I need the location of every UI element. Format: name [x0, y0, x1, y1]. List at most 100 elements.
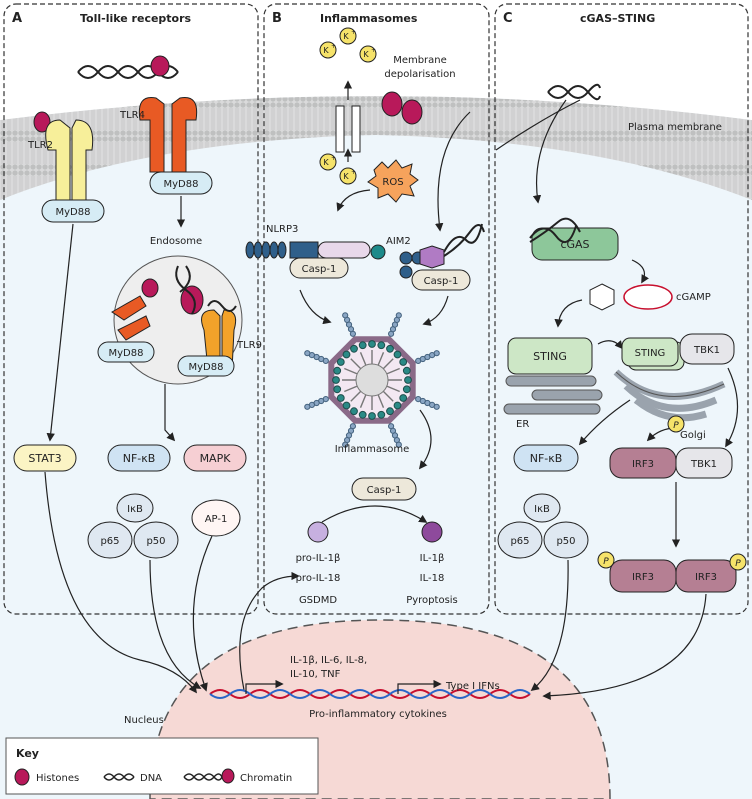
er-label: ER: [516, 419, 529, 430]
pro-inflammatory-label: Pro-inflammatory cytokines: [309, 709, 447, 720]
er-membranes: [503, 375, 603, 415]
inflammasome-bead: [333, 366, 342, 375]
tlr4-label: TLR4: [119, 110, 145, 121]
casp1-active: Casp-1: [367, 485, 402, 496]
cgas-label: cGAS: [560, 238, 589, 251]
svg-text:K: K: [343, 32, 349, 41]
tlr9-label: TLR9: [236, 340, 262, 351]
pro-il1b: pro-IL-1β: [296, 553, 341, 564]
histone-tlr2: [33, 111, 51, 133]
inflammasome-filament-bead: [342, 441, 349, 448]
key-dna-icon: [103, 773, 135, 781]
gsdmd-label: GSDMD: [299, 595, 337, 606]
tbk1-irf3: TBK1: [690, 459, 717, 470]
tlr4-receptor: [138, 96, 198, 173]
key-dna: DNA: [140, 773, 162, 784]
ikb-label-a: IκB: [127, 504, 143, 515]
panel-b: [263, 3, 490, 615]
inflammasome-filament-bead: [395, 312, 402, 319]
panel-c-title: cGAS–STING: [580, 12, 655, 25]
membrane-depol-2: depolarisation: [384, 69, 455, 80]
inflammasome-bead: [377, 410, 386, 419]
key-chromatin-icon: [183, 768, 235, 784]
key-chromatin: Chromatin: [240, 773, 292, 784]
tlr2-label: TLR2: [27, 140, 53, 151]
pyroptosis-label: Pyroptosis: [406, 595, 458, 606]
inflammasome-bead: [358, 341, 367, 350]
svg-text:+: +: [371, 47, 376, 54]
panel-a-title: Toll-like receptors: [80, 12, 192, 25]
key-title: Key: [16, 747, 39, 760]
panel-a-letter: A: [12, 11, 22, 26]
ros-burst: [367, 159, 419, 203]
inflammasome-bead: [386, 407, 394, 416]
inflammasome-label: Inflammasome: [335, 444, 410, 455]
type1-ifn-label: Type I IFNs: [445, 681, 500, 692]
phospho-dimer-1: P: [603, 557, 609, 567]
ikb-label-c: IκB: [534, 504, 550, 515]
nuclear-dna: [209, 689, 531, 699]
nfkb-label-c: NF-κB: [530, 452, 563, 465]
inflammasome-bead: [402, 366, 411, 375]
plasma-membrane-label: Plasma membrane: [628, 122, 722, 133]
inflammasome-filament-bead: [433, 350, 440, 357]
k-ion-group-top: K + K + K +: [319, 27, 377, 63]
svg-text:K: K: [343, 172, 349, 181]
endosome-label: Endosome: [150, 236, 202, 247]
panel-c-letter: C: [503, 11, 513, 26]
inflammasome-bead: [393, 350, 402, 359]
inflammasome-bead: [336, 394, 345, 402]
inflammasome-filament-bead: [433, 403, 440, 410]
golgi-stacks: [613, 369, 726, 422]
sting-er: STING: [533, 350, 567, 363]
svg-text:K: K: [363, 50, 369, 59]
p50-label-c: p50: [556, 536, 575, 547]
inflammasome-bead: [404, 376, 412, 384]
cytokines-line2: IL-10, TNF: [290, 669, 341, 680]
cytokines-line1: IL-1β, IL-6, IL-8,: [290, 655, 367, 666]
panel-c: [494, 3, 749, 615]
inflammasome-filament-bead: [304, 350, 311, 357]
key-histones: Histones: [36, 773, 79, 784]
cgamp-hexagon: [589, 283, 615, 311]
inflammasome-structure: [304, 312, 440, 448]
tlr2-receptor: [45, 119, 94, 201]
irf3-dimer-2: IRF3: [695, 572, 717, 583]
svg-text:K: K: [323, 158, 329, 167]
inflammasome-bead: [386, 344, 394, 353]
aim2-complex: [399, 223, 485, 279]
ros-label: ROS: [382, 177, 403, 188]
pro-il18: pro-IL-18: [296, 573, 341, 584]
phospho-top: P: [673, 421, 679, 431]
aim2-label: AIM2: [386, 236, 411, 247]
inflammasome-bead: [399, 358, 408, 366]
cgamp-label: cGAMP: [676, 292, 711, 303]
histone-top: [150, 55, 170, 77]
myd88-endo2: MyD88: [189, 362, 224, 373]
p50-label-a: p50: [146, 536, 165, 547]
p65-label-a: p65: [100, 536, 119, 547]
membrane-depol-1: Membrane: [393, 55, 447, 66]
inflammasome-filament-bead: [395, 441, 402, 448]
svg-text:+: +: [331, 43, 336, 50]
key-box: [5, 737, 319, 795]
golgi-label: Golgi: [680, 430, 706, 441]
inflammasome-bead: [358, 410, 367, 419]
svg-text:+: +: [351, 29, 356, 36]
svg-text:K: K: [323, 46, 329, 55]
panel-b-letter: B: [272, 11, 282, 26]
inflammasome-bead: [332, 376, 340, 384]
myd88-tlr4: MyD88: [164, 179, 199, 190]
plasma-membrane: [0, 96, 752, 200]
il1b-label: IL-1β: [420, 553, 445, 564]
inflammasome-bead: [333, 385, 342, 394]
phospho-dimer-2: P: [735, 559, 741, 569]
nucleus-label: Nucleus: [124, 715, 164, 726]
inflammasome-hub: [355, 363, 389, 397]
irf3-pre: IRF3: [632, 459, 654, 470]
tbk1-golgi: TBK1: [693, 345, 720, 356]
svg-text:+: +: [331, 155, 336, 162]
panel-a: [3, 3, 259, 615]
inflammasome-bead: [342, 401, 351, 410]
